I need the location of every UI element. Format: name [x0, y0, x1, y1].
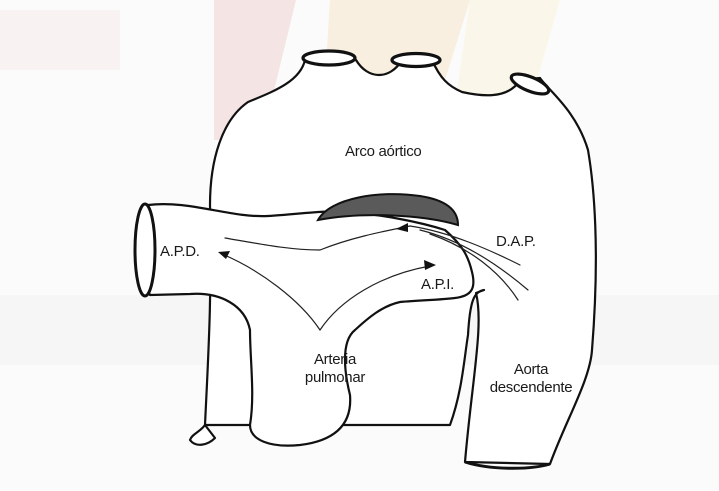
label-aorta-line1: Aorta [478, 361, 584, 379]
label-aorta-line2: descendente [478, 379, 584, 397]
left-carotid-opening [392, 54, 440, 67]
rpa-opening [135, 204, 155, 296]
label-api: A.P.I. [421, 276, 454, 294]
brachiocephalic-opening [303, 51, 355, 65]
label-arteria-pulmonar: Arteria pulmonar [289, 351, 381, 387]
label-arteria-line1: Arteria [289, 351, 381, 369]
label-apd: A.P.D. [160, 243, 200, 261]
label-aorta-descendente: Aorta descendente [478, 361, 584, 397]
label-dap: D.A.P. [496, 233, 536, 251]
label-arteria-line2: pulmonar [289, 369, 381, 387]
label-arco-aortico: Arco aórtico [345, 143, 421, 161]
small-vessel-stub [190, 425, 215, 445]
